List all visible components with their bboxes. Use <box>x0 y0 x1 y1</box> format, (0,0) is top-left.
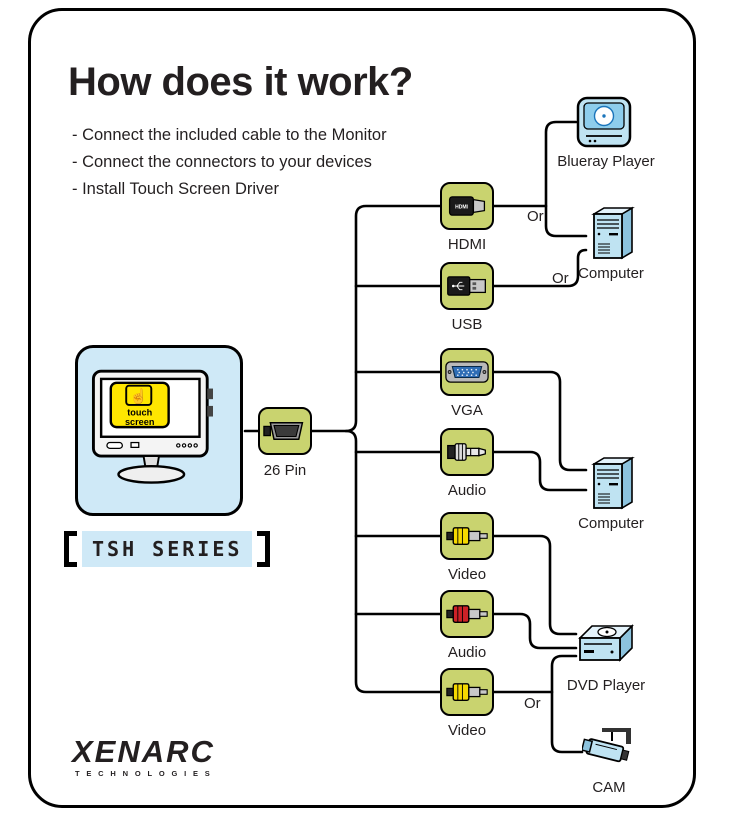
instruction-item: - Connect the connectors to your devices <box>72 153 372 171</box>
dvd-player-icon <box>578 624 634 662</box>
instruction-list: - Connect the included cable to the Moni… <box>72 122 387 203</box>
bracket-right <box>257 531 271 567</box>
connector-label-usb: USB <box>451 316 483 333</box>
hdmi-plug-text: HDMI <box>455 204 468 210</box>
device-dvd-player <box>576 620 636 672</box>
brand-tagline: TECHNOLOGIES <box>75 769 217 778</box>
connector-label-video-rca: Video <box>447 566 487 583</box>
device-cam <box>582 726 636 776</box>
device-label-blueray: Blueray Player <box>557 153 655 170</box>
instruction-item: - Connect the included cable to the Moni… <box>72 126 387 144</box>
rca-video-plug-icon <box>446 683 488 701</box>
connector-label-audio-rca: Audio <box>447 644 487 661</box>
vga-plug-icon <box>445 361 489 383</box>
rca-video-plug-icon <box>446 527 488 545</box>
hdmi-plug-icon: HDMI <box>448 196 486 216</box>
cable-label: 26 Pin <box>263 462 307 479</box>
touch-hand-icon: ☝ <box>130 387 148 405</box>
db26-connector-icon <box>263 422 304 440</box>
screen-word: screen <box>125 417 155 427</box>
connector-tile-audio-jack <box>440 428 494 476</box>
computer-tower-icon <box>591 456 635 510</box>
connector-tile-video-rca-2 <box>440 668 494 716</box>
device-computer-top <box>586 206 636 262</box>
audio-jack-icon <box>447 443 486 461</box>
monitor-panel: ☝ touch screen <box>75 345 243 516</box>
or-label-hdmi: Or <box>527 208 544 225</box>
page-frame <box>28 8 696 808</box>
connector-label-video-rca-2: Video <box>447 722 487 739</box>
connector-tile-vga <box>440 348 494 396</box>
usb-plug-icon <box>447 276 486 296</box>
series-badge: TSH SERIES <box>64 531 271 567</box>
rca-audio-plug-icon <box>446 605 488 623</box>
series-label: TSH SERIES <box>82 531 253 567</box>
device-label-computer-top: Computer <box>578 265 644 282</box>
cctv-camera-icon <box>582 728 631 763</box>
blueray-player-icon <box>576 96 632 148</box>
connector-label-vga: VGA <box>451 402 483 419</box>
touch-word: touch <box>127 408 152 418</box>
page-title: How does it work? <box>68 60 413 104</box>
device-label-cam: CAM <box>592 779 626 796</box>
device-computer-bottom <box>586 456 636 512</box>
connector-tile-hdmi: HDMI <box>440 182 494 230</box>
bracket-left <box>64 531 77 567</box>
cable-connector-26pin <box>258 407 312 455</box>
touchscreen-monitor-illustration: ☝ touch screen <box>91 369 213 484</box>
connector-tile-audio-rca <box>440 590 494 638</box>
computer-tower-icon <box>591 206 635 260</box>
connector-tile-video-rca <box>440 512 494 560</box>
connector-tile-usb <box>440 262 494 310</box>
or-label-video: Or <box>524 695 541 712</box>
brand-name: XENARC <box>72 734 215 769</box>
device-label-computer-bottom: Computer <box>578 515 644 532</box>
brand-logo: XENARC TECHNOLOGIES <box>72 734 217 778</box>
device-label-dvd: DVD Player <box>566 677 646 694</box>
connector-label-audio-jack: Audio <box>447 482 487 499</box>
connector-label-hdmi: HDMI <box>447 236 487 253</box>
or-label-usb: Or <box>552 270 569 287</box>
device-blueray-player <box>576 96 632 148</box>
instruction-item: - Install Touch Screen Driver <box>72 180 279 198</box>
